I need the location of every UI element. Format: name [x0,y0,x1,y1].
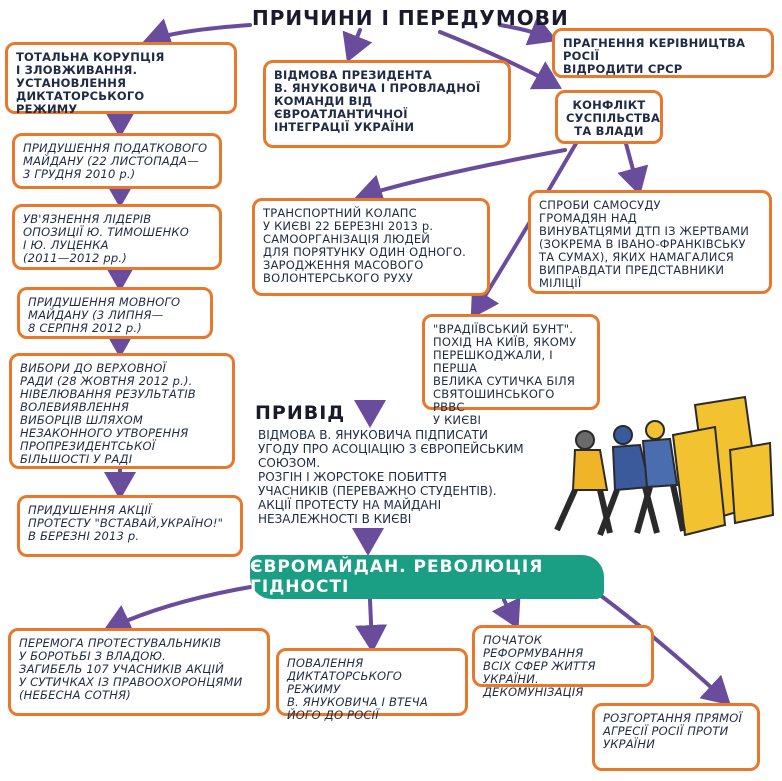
result-transport-text: ТРАНСПОРТНИЙ КОЛАПС У КИЄВІ 22 БЕРЕЗНІ 2… [263,206,467,285]
arrow-banner-to-overthrow [355,598,388,653]
cause-refusal-text: ВІДМОВА ПРЕЗИДЕНТА В. ЯНУКОВИЧА І ПРОВЛА… [274,68,481,134]
protesters-shields-illustration [554,395,775,537]
outcome-victory: ПЕРЕМОГА ПРОТЕСТУВАЛЬНИКІВ У БОРОТЬБІ З … [8,628,270,716]
arrow-banner-to-aggression [598,593,731,706]
cause-russia-text: ПРАГНЕННЯ КЕРІВНИЦТВА РОСІЇ ВІДРОДИТИ СР… [563,36,746,76]
euromaidan-banner: ЄВРОМАЙДАН. РЕВОЛЮЦІЯ ГІДНОСТІ [250,555,604,599]
arrow-conflict-to-lynch [617,138,649,196]
outcome-aggression-text: РОЗГОРТАННЯ ПРЯМОЇ АГРЕСІЇ РОСІЇ ПРОТИ У… [603,711,743,751]
arrow-conflict-to-transport [354,148,567,206]
chain-tax-maidan: ПРИДУШЕННЯ ПОДАТКОВОГО МАЙДАНУ (22 ЛИСТО… [12,133,222,189]
result-vradiivka: "ВРАДІЇВСЬКИЙ БУНТ". ПОХІД НА КИЇВ, ЯКОМ… [422,314,600,427]
cause-conflict: КОНФЛІКТ СУСПІЛЬСТВА ТА ВЛАДИ [555,90,663,144]
arrow-banner-to-reform [491,596,521,630]
pretext-text: ВІДМОВА В. ЯНУКОВИЧА ПІДПИСАТИ УГОДУ ПРО… [258,428,524,526]
chain-elections-text: ВИБОРИ ДО ВЕРХОВНОЇ РАДИ (28 ЖОВТНЯ 2012… [20,361,196,466]
arrow-title-to-refusal [342,28,373,63]
chain-imprisonment: УВ'ЯЗНЕННЯ ЛІДЕРІВ ОПОЗИЦІЇ Ю. ТИМОШЕНКО… [12,204,222,270]
arrow-banner-to-victory [102,583,264,635]
chain-rise-up-text: ПРИДУШЕННЯ АКЦІЇ ПРОТЕСТУ "ВСТАВАЙ,УКРАЇ… [28,503,224,543]
chain-language-maidan: ПРИДУШЕННЯ МОВНОГО МАЙДАНУ (3 ЛИПНЯ— 8 С… [17,287,213,339]
chain-language-maidan-text: ПРИДУШЕННЯ МОВНОГО МАЙДАНУ (3 ЛИПНЯ— 8 С… [28,295,181,335]
chain-imprisonment-text: УВ'ЯЗНЕННЯ ЛІДЕРІВ ОПОЗИЦІЇ Ю. ТИМОШЕНКО… [23,212,190,265]
pretext-block: ВІДМОВА В. ЯНУКОВИЧА ПІДПИСАТИ УГОДУ ПРО… [258,428,548,526]
cause-refusal: ВІДМОВА ПРЕЗИДЕНТА В. ЯНУКОВИЧА І ПРОВЛА… [263,60,511,148]
cause-corruption-text: ТОТАЛЬНА КОРУПЦІЯ І ЗЛОВЖИВАННЯ. УСТАНОВ… [16,50,165,116]
outcome-overthrow: ПОВАЛЕННЯ ДИКТАТОРСЬКОГО РЕЖИМУ В. ЯНУКО… [276,648,468,722]
result-lynch: СПРОБИ САМОСУДУ ГРОМАДЯН НАД ВИНУВАТЦЯМИ… [528,190,772,294]
pretext-heading: ПРИВІД [255,402,346,424]
title-causes: ПРИЧИНИ І ПЕРЕДУМОВИ [252,6,569,30]
cause-russia: ПРАГНЕННЯ КЕРІВНИЦТВА РОСІЇ ВІДРОДИТИ СР… [552,28,774,78]
chain-tax-maidan-text: ПРИДУШЕННЯ ПОДАТКОВОГО МАЙДАНУ (22 ЛИСТО… [23,141,208,181]
outcome-reform-text: ПОЧАТОК РЕФОРМУВАННЯ ВСІХ СФЕР ЖИТТЯ УКР… [483,633,596,699]
arrow-title-to-russia [498,15,558,46]
result-vradiivka-text: "ВРАДІЇВСЬКИЙ БУНТ". ПОХІД НА КИЇВ, ЯКОМ… [433,322,577,427]
chain-elections: ВИБОРИ ДО ВЕРХОВНОЇ РАДИ (28 ЖОВТНЯ 2012… [9,353,235,469]
result-lynch-text: СПРОБИ САМОСУДУ ГРОМАДЯН НАД ВИНУВАТЦЯМИ… [539,198,750,290]
result-transport: ТРАНСПОРТНИЙ КОЛАПС У КИЄВІ 22 БЕРЕЗНІ 2… [252,198,490,296]
arrow-conflict-to-vradiivka [470,138,580,319]
cause-conflict-text: КОНФЛІКТ СУСПІЛЬСТВА ТА ВЛАДИ [566,98,661,138]
cause-corruption: ТОТАЛЬНА КОРУПЦІЯ І ЗЛОВЖИВАННЯ. УСТАНОВ… [5,42,237,116]
chain-rise-up: ПРИДУШЕННЯ АКЦІЇ ПРОТЕСТУ "ВСТАВАЙ,УКРАЇ… [17,495,243,557]
arrow-title-to-corruption [142,18,252,49]
outcome-victory-text: ПЕРЕМОГА ПРОТЕСТУВАЛЬНИКІВ У БОРОТЬБІ З … [19,636,243,702]
outcome-reform: ПОЧАТОК РЕФОРМУВАННЯ ВСІХ СФЕР ЖИТТЯ УКР… [472,625,654,699]
outcome-aggression: РОЗГОРТАННЯ ПРЯМОЇ АГРЕСІЇ РОСІЇ ПРОТИ У… [592,703,760,771]
outcome-overthrow-text: ПОВАЛЕННЯ ДИКТАТОРСЬКОГО РЕЖИМУ В. ЯНУКО… [287,656,428,722]
arrow-title-to-conflict [438,30,562,90]
